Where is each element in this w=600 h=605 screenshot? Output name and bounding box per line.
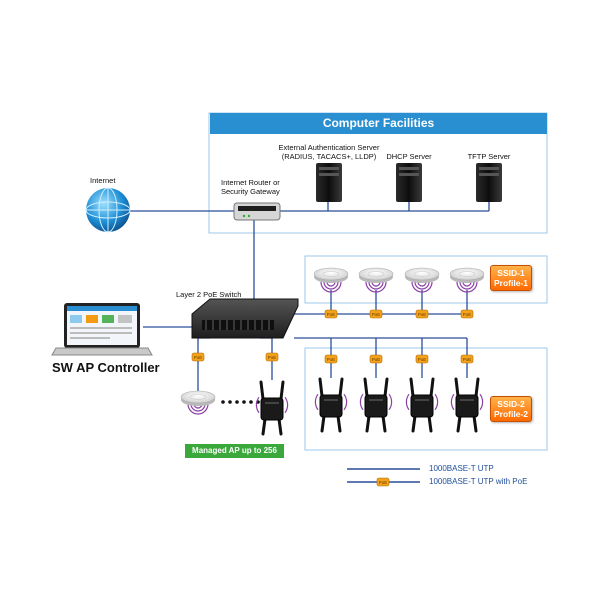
ssid1-ap-signal-3	[411, 281, 433, 293]
tftp-server-label: TFTP Server	[467, 152, 511, 161]
poe-badge-legend: PoE	[376, 477, 390, 487]
svg-text:PoE: PoE	[379, 480, 388, 485]
internet-label: Internet	[90, 176, 116, 185]
poe-badge-managed-wall: PoE	[265, 352, 279, 362]
poe-badge-ssid1-2: PoE	[369, 309, 383, 319]
ssid1-ap-signal-2	[365, 281, 387, 293]
svg-text:PoE: PoE	[327, 312, 336, 317]
auth-server-icon	[316, 163, 342, 202]
svg-text:PoE: PoE	[418, 312, 427, 317]
dhcp-server-label: DHCP Server	[386, 152, 432, 161]
ceiling-ap-icon	[180, 390, 216, 406]
wall-ap-icon	[363, 377, 389, 433]
switch-label: Layer 2 PoE Switch	[176, 290, 242, 299]
router-label-line2: Security Gateway	[221, 187, 280, 196]
svg-text:PoE: PoE	[268, 355, 277, 360]
ssid1-name: SSID-1	[497, 268, 525, 278]
svg-text:PoE: PoE	[327, 357, 336, 362]
ceiling-ap-icon	[404, 267, 440, 283]
legend-label-utp: 1000BASE-T UTP	[429, 464, 494, 473]
dynamic-devices: PoE PoE PoE PoE PoE PoE PoE PoE PoE PoE PoE	[180, 267, 485, 487]
ceiling-ap-icon	[449, 267, 485, 283]
poe-badge-ssid2-4: PoE	[460, 354, 474, 364]
poe-badge-ssid2-1: PoE	[324, 354, 338, 364]
poe-badge-ssid1-3: PoE	[415, 309, 429, 319]
more-aps-dots	[221, 400, 260, 404]
ssid2-badge: SSID-2 Profile-2	[490, 396, 533, 422]
poe-badge-ssid1-1: PoE	[324, 309, 338, 319]
svg-text:PoE: PoE	[372, 312, 381, 317]
poe-badge-ssid2-2: PoE	[369, 354, 383, 364]
svg-text:PoE: PoE	[463, 357, 472, 362]
svg-text:PoE: PoE	[463, 312, 472, 317]
ssid1-ap-signal-1	[320, 281, 342, 293]
poe-badge-ssid2-3: PoE	[415, 354, 429, 364]
ssid2-name: SSID-2	[497, 399, 525, 409]
managed-ap-badge: Managed AP up to 256	[185, 444, 284, 458]
ssid1-group-box	[304, 255, 548, 304]
ceiling-ap-icon	[358, 267, 394, 283]
router-icon	[233, 202, 281, 221]
wall-ap-icon	[259, 380, 285, 436]
auth-server-label-line1: External Authentication Server	[278, 143, 380, 152]
controller-label: SW AP Controller	[52, 360, 160, 375]
svg-text:PoE: PoE	[372, 357, 381, 362]
svg-text:PoE: PoE	[194, 355, 203, 360]
ceiling-ap-icon	[313, 267, 349, 283]
svg-text:PoE: PoE	[418, 357, 427, 362]
poe-switch-icon	[191, 298, 299, 339]
laptop-icon	[51, 303, 153, 356]
internet-globe-icon	[85, 187, 131, 233]
legend-label-poe: 1000BASE-T UTP with PoE	[429, 477, 528, 486]
ssid1-profile: Profile-1	[494, 278, 529, 288]
ssid1-ap-signal-4	[456, 281, 478, 293]
wall-ap-icon	[454, 377, 480, 433]
wall-ap-icon	[318, 377, 344, 433]
auth-server-label-line2: (RADIUS, TACACS+, LLDP)	[281, 152, 377, 161]
ssid1-badge: SSID-1 Profile-1	[490, 265, 533, 291]
ssid2-profile: Profile-2	[494, 409, 529, 419]
wall-ap-icon	[409, 377, 435, 433]
ssid2-group-box	[304, 347, 548, 451]
dhcp-server-icon	[396, 163, 422, 202]
poe-badge-ssid1-4: PoE	[460, 309, 474, 319]
tftp-server-icon	[476, 163, 502, 202]
poe-badge-managed-ceiling: PoE	[191, 352, 205, 362]
router-label-line1: Internet Router or	[221, 178, 280, 187]
facilities-title: Computer Facilities	[210, 113, 547, 134]
